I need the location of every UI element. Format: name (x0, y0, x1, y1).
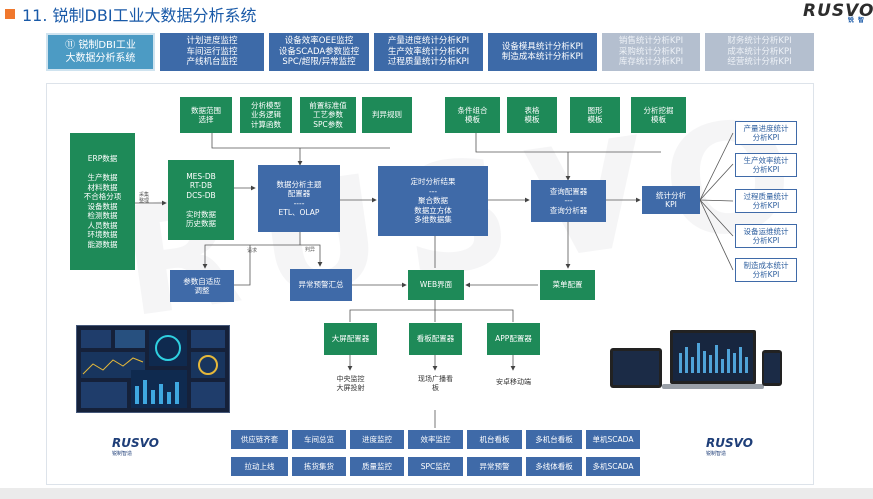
condition-template-box: 条件组合 模板 (445, 97, 500, 133)
laptop-image (670, 330, 756, 384)
erp-data-box: ERP数据 生产数据 材料数据 不合格分项 设备数据 检测数据 人员数据 环境数… (70, 133, 135, 270)
graph-template-box: 图形 模板 (570, 97, 620, 133)
data-scope-box: 数据范围 选择 (180, 97, 232, 133)
bottom-item: 车间总览 (292, 430, 346, 449)
mes-db-box: MES-DB RT-DB DCS-DB 实时数据 历史数据 (168, 160, 234, 240)
query-configurator-box: 查询配置器 --- 查询分析器 (531, 180, 606, 222)
bottom-item: 多机台看板 (526, 430, 582, 449)
app-configurator: APP配置器 (487, 323, 540, 355)
table-template-box: 表格 模板 (507, 97, 557, 133)
dashboard-screen-image (76, 325, 230, 413)
judge-rule-box: 判异规则 (362, 97, 412, 133)
rusvo-logo-right-sub: 锐制智造 (706, 451, 727, 457)
alarm-summary-box: 异常预警汇总 (290, 269, 352, 301)
bottom-item: 单机SCADA (586, 430, 640, 449)
bottom-item: 异常预警 (467, 457, 522, 476)
bottom-item: 供应链齐套 (231, 430, 288, 449)
judge-anomaly-label: 判异 (305, 247, 316, 253)
kpi-item: 设备运维统计 分析KPI (735, 224, 797, 248)
kpi-box: 统计分析 KPI (642, 186, 700, 214)
bottom-item: 多机SCADA (586, 457, 640, 476)
page-title: 11. 锐制DBI工业大数据分析系统 (22, 6, 257, 25)
web-interface-box: WEB界面 (408, 270, 464, 300)
bottom-bar (0, 488, 873, 499)
tab-sales-kpi[interactable]: 销售统计分析KPI 采购统计分析KPI 库存统计分析KPI (602, 33, 700, 71)
bottom-item: 效率监控 (408, 430, 463, 449)
board-output: 现场广播看 板 (409, 375, 462, 405)
tab-plan-monitor[interactable]: 计划进度监控 车间运行监控 产线机台监控 (160, 33, 264, 71)
kpi-item: 过程质量统计 分析KPI (735, 189, 797, 213)
bottom-item: 机台看板 (467, 430, 522, 449)
big-screen-output: 中央监控 大屏投射 (324, 375, 377, 405)
board-configurator: 看板配置器 (409, 323, 462, 355)
app-output: 安卓移动端 (487, 378, 540, 398)
kpi-item: 制造成本统计 分析KPI (735, 258, 797, 282)
dashboard-graphic (81, 330, 225, 408)
topic-configurator-box: 数据分析主题 配置器 ---- ETL、OLAP (258, 165, 340, 232)
analysis-result-box: 定时分析结果 --- 聚合数据 数据立方体 多维数据集 (378, 166, 488, 236)
tab-finance-kpi[interactable]: 财务统计分析KPI 成本统计分析KPI 经营统计分析KPI (705, 33, 814, 71)
bottom-item: 进度监控 (350, 430, 404, 449)
preset-standard-box: 前置标准值 工艺参数 SPC参数 (300, 97, 356, 133)
rusvo-logo-left-text: RUSVO (112, 436, 159, 450)
title-square-icon (5, 9, 15, 19)
tab-equipment-monitor[interactable]: 设备效率OEE监控 设备SCADA参数监控 SPC/超限/异常监控 (269, 33, 369, 71)
analysis-model-box: 分析模型 业务逻辑 计算函数 (240, 97, 292, 133)
kpi-item: 生产效率统计 分析KPI (735, 153, 797, 177)
tablet-image (610, 348, 662, 388)
bottom-item: 拣货集货 (292, 457, 346, 476)
menu-config-box: 菜单配置 (540, 270, 595, 300)
bottom-item: 多线体看板 (526, 457, 582, 476)
collect-label: 采集 整理 (139, 192, 150, 204)
tab-production-kpi[interactable]: 产量进度统计分析KPI 生产效率统计分析KPI 过程质量统计分析KPI (374, 33, 483, 71)
logo-text: RUSVO (803, 1, 873, 21)
mining-template-box: 分析挖掘 模板 (631, 97, 686, 133)
big-screen-configurator: 大屏配置器 (324, 323, 377, 355)
request-label: 请求 (247, 248, 258, 254)
param-adapt-box: 参数自适应 调整 (170, 270, 234, 302)
rusvo-logo-left: RUSVO 锐制智造 (112, 436, 159, 457)
kpi-item: 产量进度统计 分析KPI (735, 121, 797, 145)
rusvo-logo-right: RUSVO 锐制智造 (706, 436, 753, 457)
bottom-item: 质量监控 (350, 457, 404, 476)
bottom-item: SPC监控 (408, 457, 463, 476)
rusvo-logo-right-text: RUSVO (706, 436, 753, 450)
bottom-item: 拉动上线 (231, 457, 288, 476)
rusvo-logo-left-sub: 锐制智造 (112, 451, 133, 457)
phone-image (762, 350, 782, 386)
logo-subtext: 锐 智 (847, 17, 865, 24)
tab-dbi-system[interactable]: ⑪ 锐制DBI工业 大数据分析系统 (46, 33, 155, 71)
tab-equipment-kpi[interactable]: 设备模具统计分析KPI 制造成本统计分析KPI (488, 33, 597, 71)
laptop-base (662, 384, 764, 389)
